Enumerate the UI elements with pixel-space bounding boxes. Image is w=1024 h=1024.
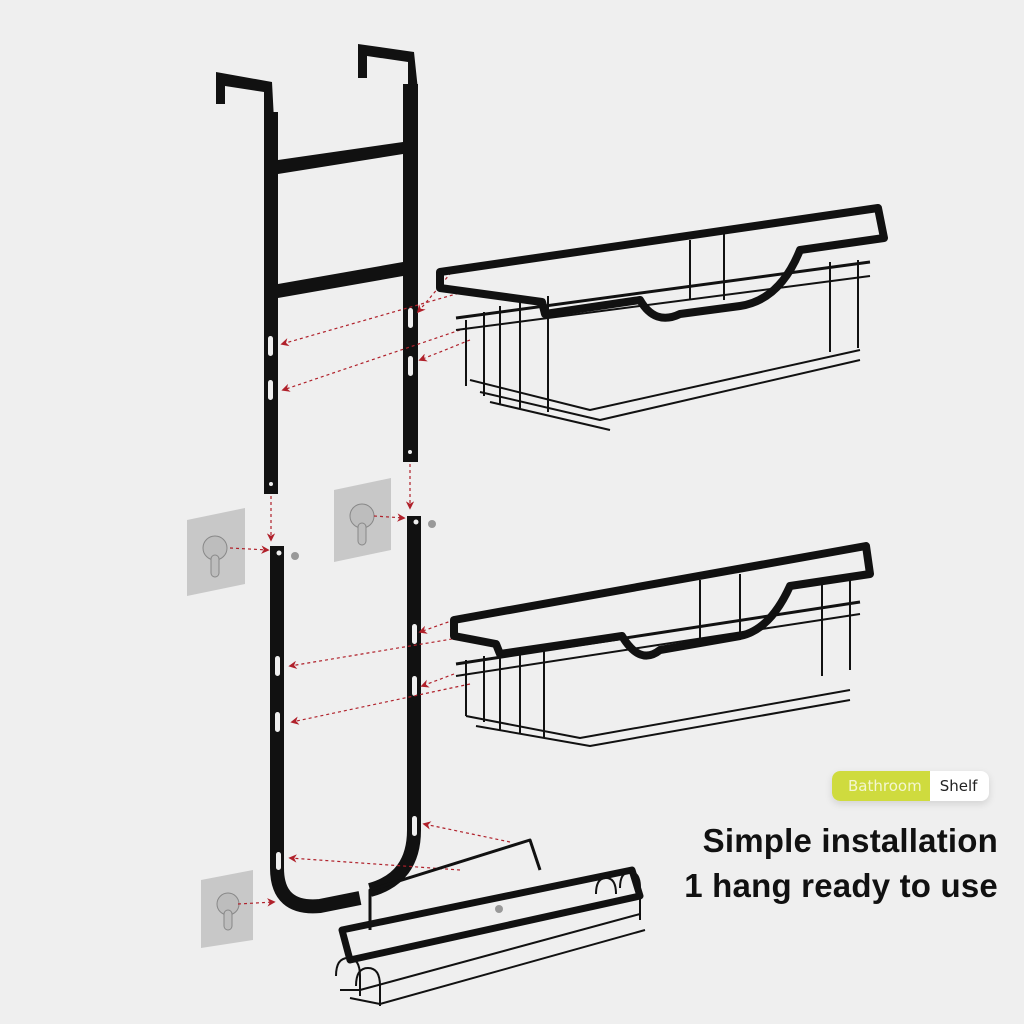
bottom-soap-tray (335, 838, 646, 1006)
adhesive-hook-icon (334, 478, 391, 562)
headline-line-2: 1 hang ready to use (684, 867, 998, 904)
adhesive-hook-icon (201, 870, 253, 948)
screw-icon (291, 520, 503, 913)
headline-line-1: Simple installation (702, 822, 998, 859)
badge-category-label: Bathroom (832, 771, 930, 801)
frame-slots (268, 308, 413, 486)
adhesive-hook-icon (187, 508, 245, 596)
badge-product-label: Shelf (929, 771, 990, 801)
headline: Simple installation 1 hang ready to use (684, 818, 998, 908)
category-badge: Bathroom Shelf (832, 771, 990, 801)
u-frame-slots (275, 519, 419, 870)
assembly-arrows (229, 267, 511, 907)
middle-wire-basket (450, 542, 874, 747)
over-door-hook-frame (216, 44, 418, 494)
upper-wire-basket (436, 204, 888, 431)
